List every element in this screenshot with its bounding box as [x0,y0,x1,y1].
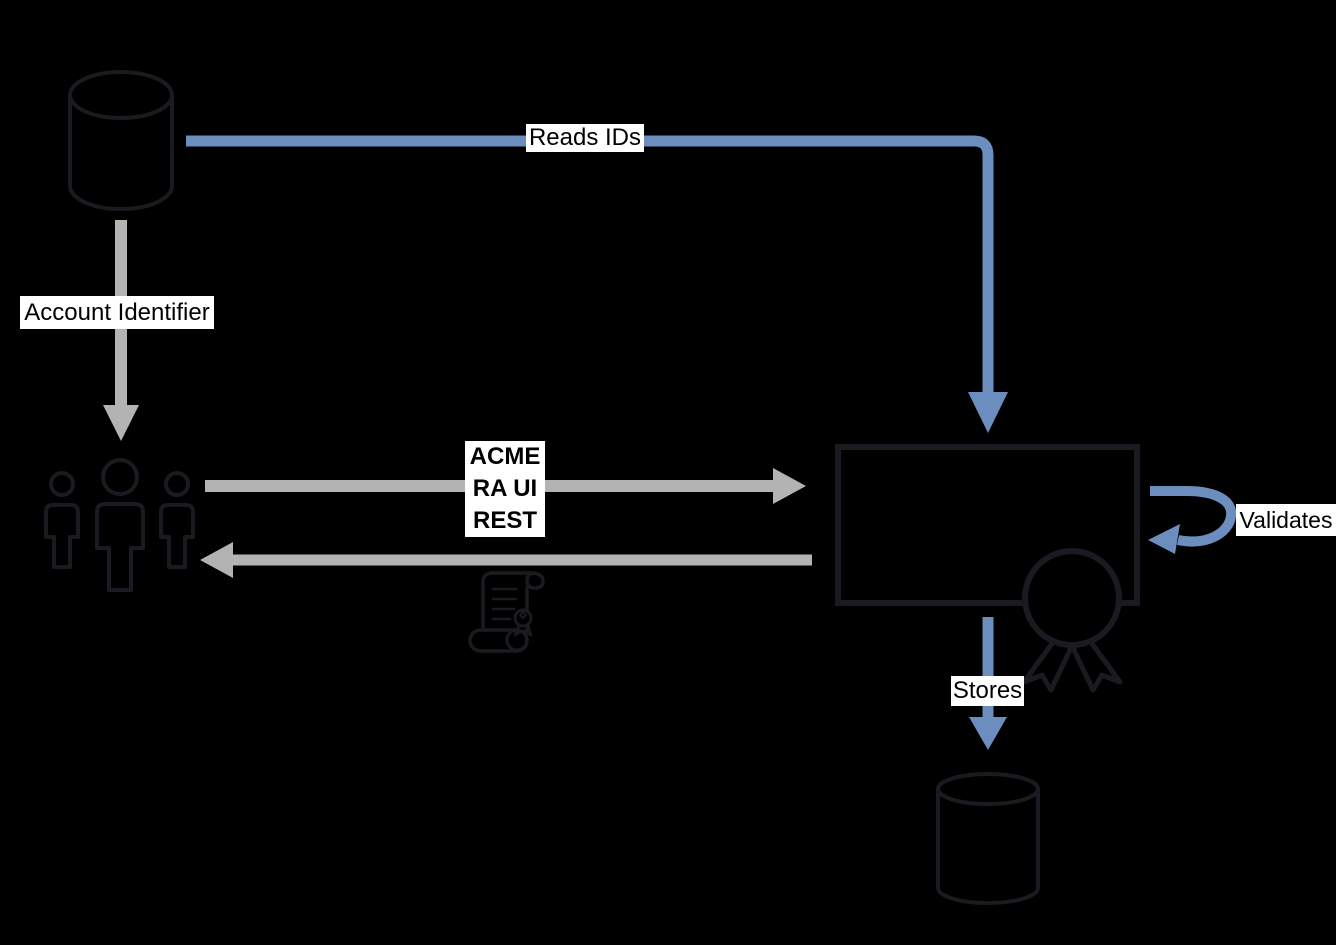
service-box [835,444,1140,606]
acme-ra-ui-rest-label: ACME RA UI REST [465,441,545,537]
reads-ids-arrow [186,135,1008,433]
response-arrow [200,542,812,578]
reads-ids-label: Reads IDs [526,124,644,152]
certificate-badge-icon [1021,548,1123,693]
validates-loop-arrow [1148,486,1237,554]
users-icon [44,458,195,592]
stores-label: Stores [951,676,1024,706]
database-icon-store [936,772,1040,905]
account-identifier-label: Account Identifier [20,296,214,329]
database-icon [68,70,174,211]
account-identifier-arrow [103,220,139,441]
scroll-icon [468,571,545,653]
validates-label: Validates [1236,504,1336,536]
